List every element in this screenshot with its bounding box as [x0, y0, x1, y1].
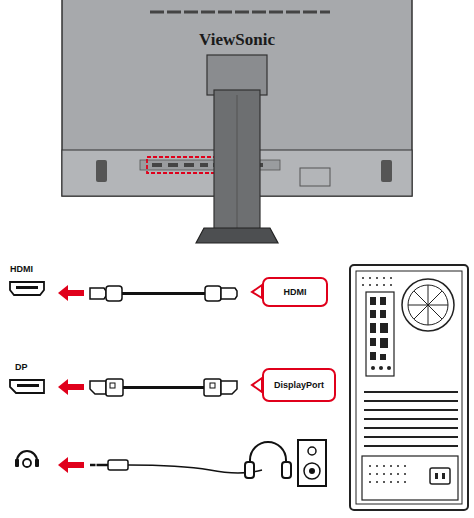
callout-pointer [252, 378, 262, 392]
cable [128, 465, 262, 473]
expansion-slots [364, 392, 458, 446]
stand-seam [237, 95, 238, 228]
io-panel [366, 292, 394, 376]
fan [402, 279, 454, 331]
headphone-icon [17, 451, 37, 461]
hdmi-port [10, 282, 44, 295]
port-label: HDMI [10, 264, 33, 274]
speaker [298, 440, 326, 486]
vent-slots [150, 11, 330, 14]
port-highlight [147, 157, 224, 173]
callout-box: HDMI [262, 277, 328, 307]
dp-port [10, 380, 44, 393]
speaker-grille [96, 160, 107, 182]
cable [122, 292, 205, 295]
pc-tower [350, 265, 468, 510]
dp-plug [221, 381, 237, 394]
headphones [250, 442, 286, 470]
port-name: DisplayPort [274, 380, 324, 390]
psu [362, 456, 458, 500]
brand-logo: ViewSonic [199, 30, 275, 50]
arrow [58, 379, 84, 395]
power-inlet [430, 468, 450, 484]
cable [123, 386, 204, 389]
dp-plug [90, 381, 106, 394]
vent-dots [362, 277, 392, 286]
port-name: HDMI [284, 287, 307, 297]
callout-box: DisplayPort [262, 368, 336, 402]
stand-neck [214, 90, 260, 230]
stand-base [196, 228, 278, 243]
audio-plug [108, 460, 128, 470]
audio-jack [23, 459, 31, 467]
hdmi-plug [221, 288, 237, 299]
vesa-plate [207, 55, 267, 95]
arrow [58, 457, 84, 473]
speaker-grille [381, 160, 392, 182]
port-label: DP [15, 362, 28, 372]
hdmi-plug [90, 288, 106, 299]
io-ports [370, 297, 391, 370]
label-plate [300, 168, 330, 186]
callout-pointer [252, 285, 262, 298]
audio-plug-tip [90, 464, 108, 467]
arrow [58, 285, 84, 301]
